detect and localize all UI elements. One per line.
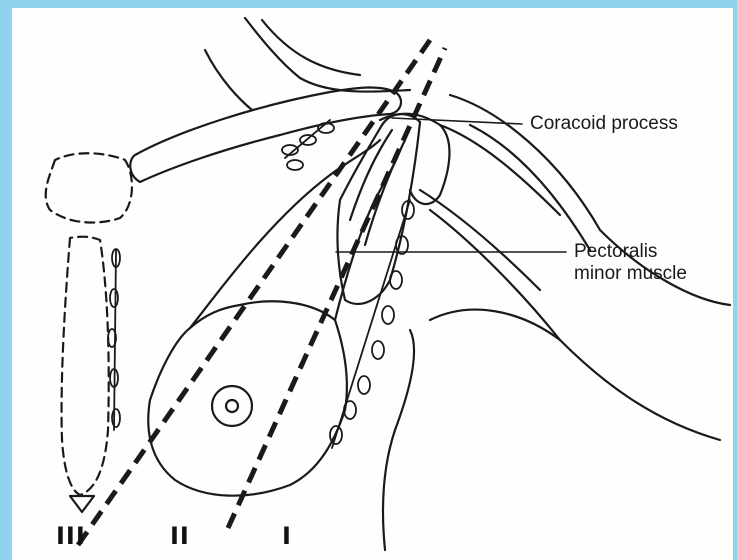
label-coracoid-process: Coracoid process [530, 113, 678, 135]
level-3-marker: III [56, 522, 86, 550]
nipple [212, 386, 252, 426]
level-2-marker: II [170, 522, 190, 550]
internal-mammary-nodes [108, 249, 120, 430]
xiphoid [70, 496, 94, 512]
sternum [46, 153, 132, 495]
axilla-contour [383, 310, 560, 550]
breast-outline [148, 140, 400, 496]
axillary-nodes [282, 120, 414, 448]
clavicle [130, 87, 401, 182]
level-1-marker: I [282, 522, 292, 550]
label-pectoralis-line1: Pectoralis [574, 241, 657, 263]
label-pectoralis-line2: minor muscle [574, 263, 687, 285]
leader-lines [336, 118, 566, 252]
